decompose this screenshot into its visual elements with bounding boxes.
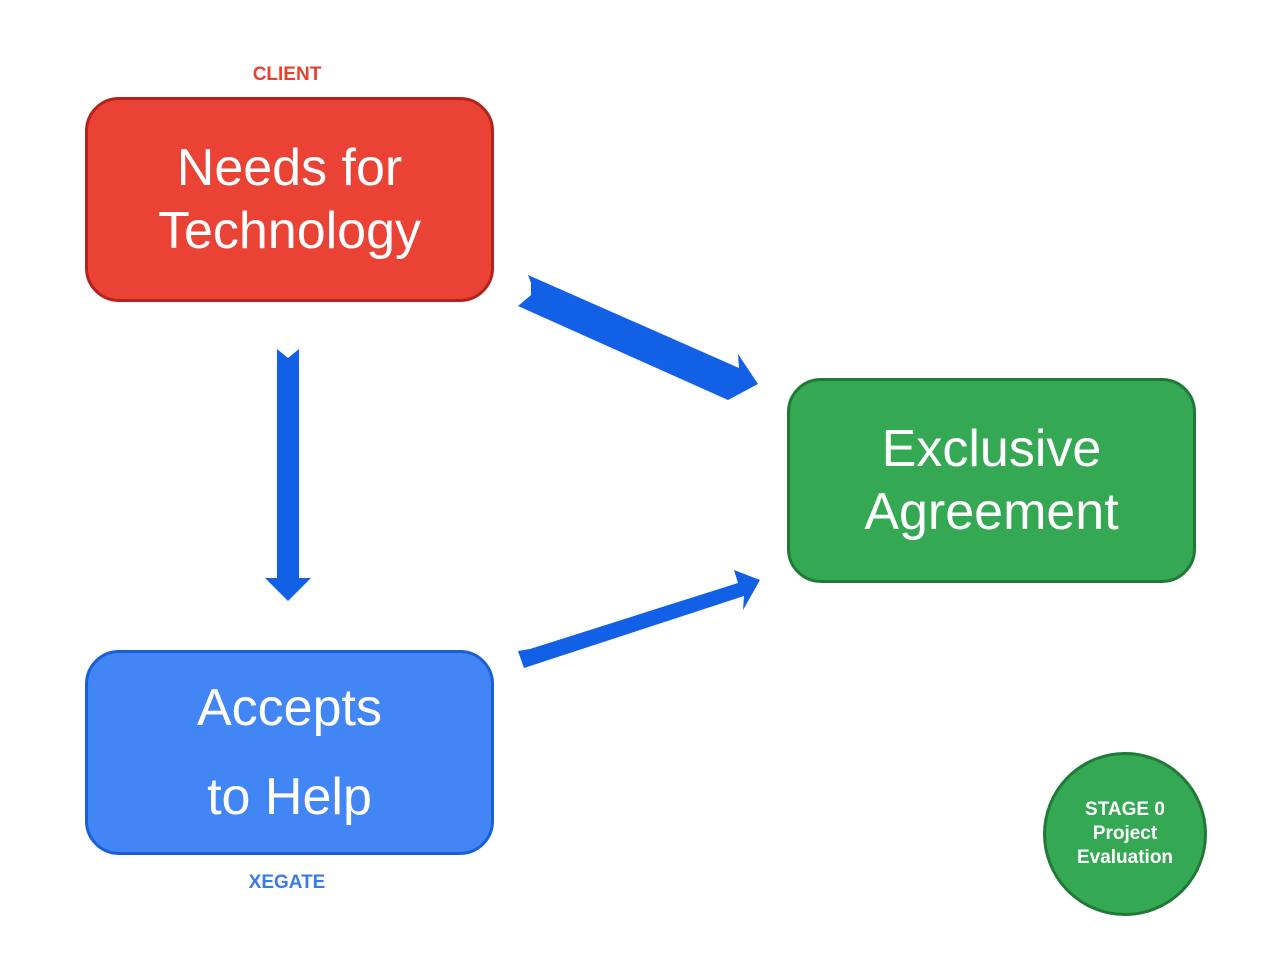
arrow-client-to-xegate: [265, 349, 311, 601]
accepts-to-help-line1: Accepts: [197, 679, 382, 738]
stage-badge: STAGE 0 Project Evaluation: [1043, 752, 1207, 916]
exclusive-agreement-line1: Exclusive: [881, 420, 1102, 479]
accepts-to-help-line2: to Help: [207, 767, 372, 826]
accepts-to-help-box: Accepts to Help: [85, 650, 494, 855]
xegate-label: XEGATE: [248, 872, 326, 893]
needs-for-technology-line1: Needs for: [176, 139, 403, 198]
client-label: CLIENT: [252, 64, 322, 85]
stage-badge-line2: Project: [1092, 823, 1158, 845]
arrow-client-to-agreement: [518, 275, 758, 400]
exclusive-agreement-box: Exclusive Agreement: [787, 378, 1196, 583]
exclusive-agreement-line2: Agreement: [864, 482, 1119, 541]
needs-for-technology-box: Needs for Technology: [85, 97, 494, 302]
stage-badge-line3: Evaluation: [1076, 846, 1174, 868]
arrow-xegate-to-agreement: [518, 570, 760, 668]
needs-for-technology-line2: Technology: [157, 201, 422, 260]
stage-badge-line1: STAGE 0: [1085, 799, 1165, 821]
